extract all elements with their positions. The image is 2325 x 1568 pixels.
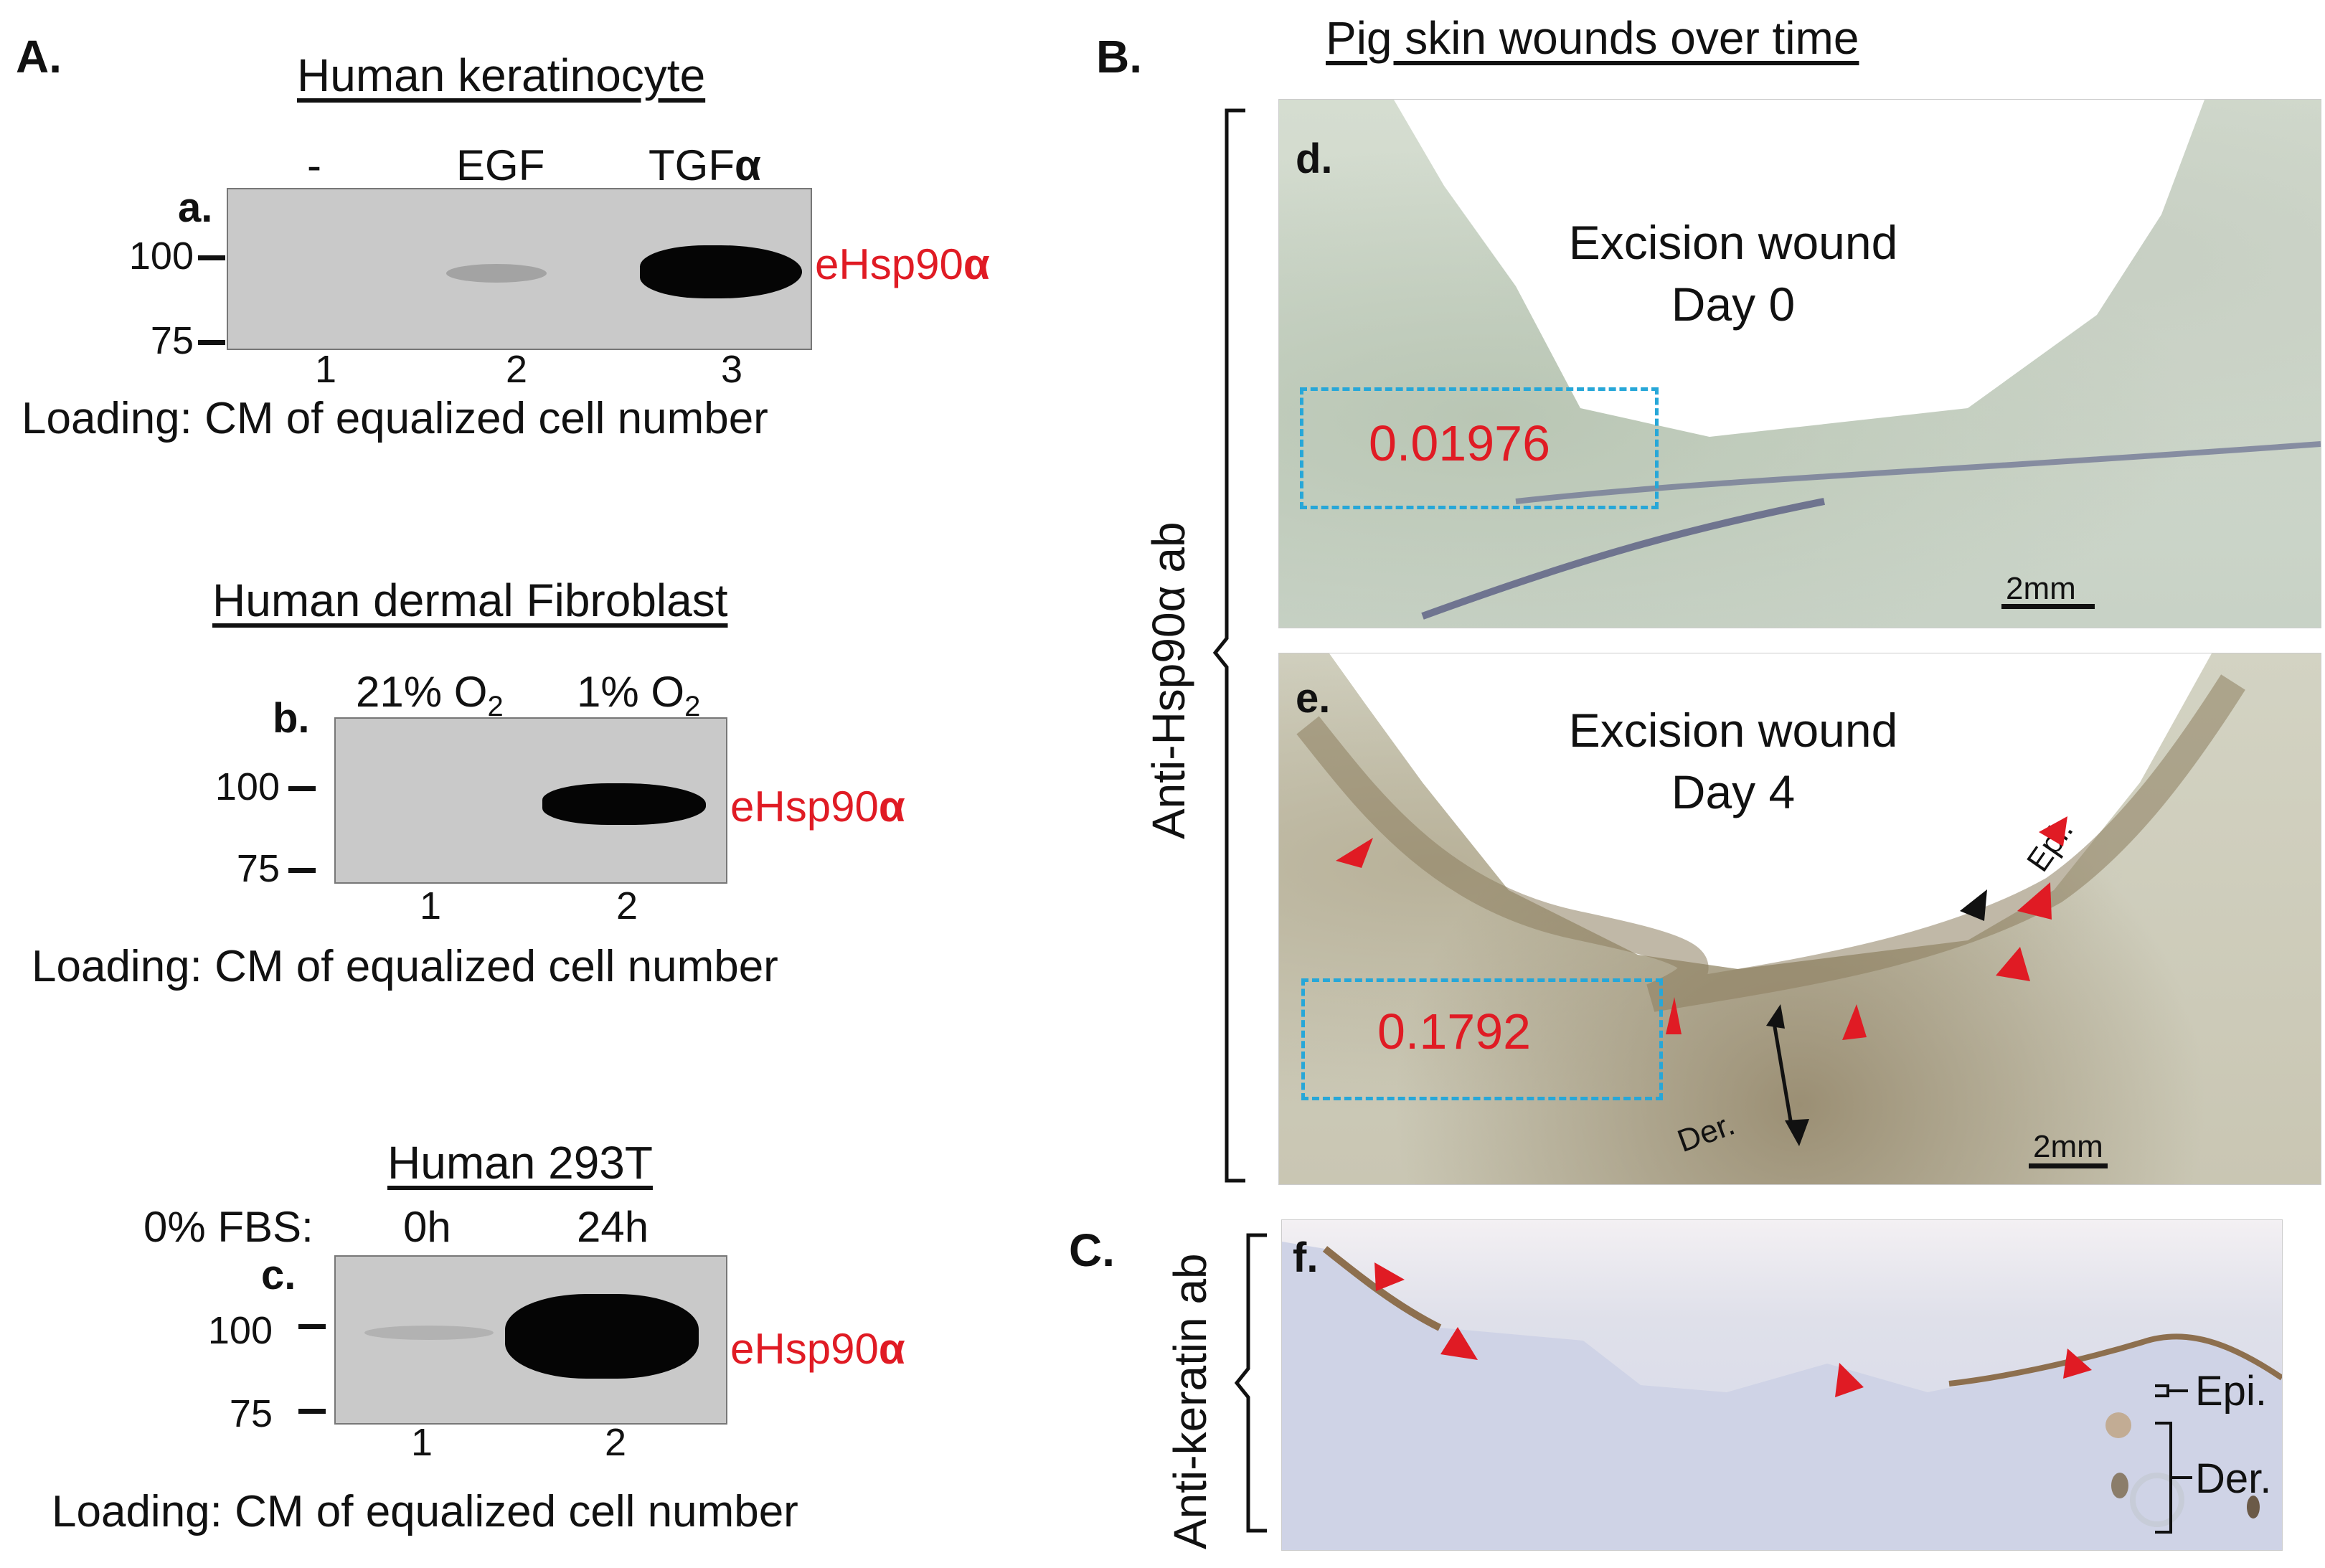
- image-d-sub-letter: d.: [1296, 136, 1333, 182]
- blot-c-lane-number-1: 1: [410, 1421, 433, 1464]
- panel-c-side-label: Anti-keratin ab: [1164, 1253, 1216, 1549]
- blot-c-band-lane2: [505, 1294, 699, 1379]
- red-arrow: [1842, 1004, 1867, 1040]
- blot-a-lane-number-1: 1: [314, 348, 337, 391]
- blot-a-sub-letter: a.: [178, 184, 213, 231]
- blot-b-sub-letter: b.: [273, 695, 310, 742]
- blot-c-loading-note: Loading: CM of equalized cell number: [52, 1487, 798, 1536]
- blot-a-marker-100: 100: [128, 235, 194, 278]
- image-e-label-box: [1473, 653, 2090, 824]
- blot-b-band-lane2: [542, 783, 706, 825]
- blot-a-marker-75: 75: [150, 319, 194, 362]
- blot-b-marker-100: 100: [214, 765, 280, 808]
- panel-b-bracket: [1212, 108, 1245, 1183]
- red-arrow: [1996, 947, 2030, 981]
- blot-b-loading-note: Loading: CM of equalized cell number: [32, 942, 778, 991]
- blot-b-lane-number-2: 2: [616, 884, 638, 927]
- black-arrow: [1766, 1004, 1785, 1029]
- blot-b-title: Human dermal Fibroblast: [212, 575, 728, 626]
- red-arrow: [1666, 997, 1682, 1034]
- panel-b-title: Pig skin wounds over time: [1326, 12, 1859, 64]
- red-arrow: [1374, 1262, 1405, 1291]
- panel-b-side-label: Anti-Hsp90α ab: [1143, 521, 1194, 839]
- red-arrow: [1440, 1327, 1478, 1360]
- panel-a-letter: A.: [16, 31, 62, 82]
- blot-b-marker-75: 75: [236, 847, 280, 890]
- red-arrow: [1336, 838, 1373, 868]
- image-f-layer-brackets: [2155, 1384, 2192, 1534]
- blot-a-lane-number-3: 3: [720, 348, 743, 391]
- blot-c-marker-75: 75: [229, 1392, 273, 1435]
- blot-a-band-lane3: [640, 245, 802, 298]
- red-arrow: [2063, 1349, 2092, 1379]
- red-arrow: [2039, 816, 2067, 846]
- image-e-value: 0.1792: [1377, 1003, 1532, 1059]
- image-f-arrows: [1374, 1262, 2092, 1397]
- blot-a-image: [227, 188, 812, 350]
- image-d-scale-label: 2mm: [2006, 571, 2076, 606]
- image-e-scale-label: 2mm: [2033, 1129, 2103, 1164]
- image-e-wound-label: Excision wound Day 4: [1504, 700, 1963, 823]
- image-f-tissue: [1282, 1242, 2282, 1550]
- panel-c-letter: C.: [1069, 1224, 1115, 1276]
- blot-c-condition: 0% FBS:: [143, 1203, 313, 1251]
- blot-a-lane-3-label: TGFα: [649, 141, 761, 189]
- blot-b-tick-100: [288, 786, 316, 791]
- image-d-wound-label: Excision wound Day 0: [1504, 212, 1963, 336]
- image-d-micrograph: [1278, 99, 2321, 628]
- blot-a-title: Human keratinocyte: [297, 49, 706, 101]
- red-arrow: [1835, 1363, 1864, 1397]
- image-f-epi-label: Epi.: [2195, 1368, 2267, 1414]
- blot-b-lane-number-1: 1: [419, 884, 442, 927]
- blot-b-image: [334, 717, 727, 884]
- blot-c-lane-2-label: 24h: [577, 1203, 649, 1251]
- red-arrow: [2017, 882, 2052, 920]
- image-e-micrograph: [1278, 653, 2321, 1185]
- blot-a-lane-2-label: EGF: [456, 141, 545, 189]
- blot-c-lane-1-label: 0h: [403, 1203, 451, 1251]
- blot-b-band-label: eHsp90α: [730, 783, 905, 831]
- image-e-roi-box: [1301, 978, 1663, 1100]
- panel-b-letter: B.: [1096, 31, 1142, 82]
- blot-a-tick-100: [198, 255, 225, 260]
- blot-a-tick-75: [198, 340, 225, 345]
- image-f-der-label: Der.: [2195, 1455, 2272, 1502]
- image-d-wound-line1: Excision wound: [1568, 216, 1898, 269]
- blot-a-lane-number-2: 2: [505, 348, 528, 391]
- blot-c-sub-letter: c.: [261, 1252, 296, 1298]
- image-e-arrows: [1336, 816, 2067, 1146]
- blot-c-image: [334, 1255, 727, 1425]
- blot-b-tick-75: [288, 868, 316, 873]
- image-d-scale-bar: [2001, 604, 2095, 609]
- image-d-roi-box: [1300, 387, 1659, 509]
- dermis-span-line: [1771, 1018, 1794, 1130]
- image-d-label-box: [1530, 100, 2090, 189]
- image-e-sub-letter: e.: [1296, 675, 1331, 722]
- blot-a-lane-1-label: -: [307, 141, 321, 189]
- black-arrow: [1785, 1119, 1809, 1146]
- blot-c-title: Human 293T: [387, 1137, 653, 1189]
- blot-b-lane-1-label: 21% O2: [356, 668, 504, 722]
- blot-c-tick-75: [298, 1409, 326, 1414]
- image-f-micrograph: [1281, 1219, 2283, 1551]
- image-d-value: 0.01976: [1369, 415, 1551, 471]
- panel-c-bracket: [1234, 1233, 1267, 1533]
- blot-c-lane-number-2: 2: [604, 1421, 627, 1464]
- blot-c-band-lane1: [364, 1326, 494, 1340]
- blot-a-band-lane2: [446, 264, 547, 283]
- blot-c-band-label: eHsp90α: [730, 1325, 905, 1373]
- blot-c-marker-100: 100: [207, 1309, 273, 1352]
- image-e-scale-bar: [2029, 1163, 2108, 1168]
- blot-b-lane-2-label: 1% O2: [577, 668, 701, 722]
- blot-a-band-label: eHsp90α: [815, 240, 990, 288]
- image-e-wound-line1: Excision wound: [1568, 704, 1898, 757]
- image-f-sub-letter: f.: [1293, 1234, 1319, 1281]
- blot-a-loading-note: Loading: CM of equalized cell number: [22, 394, 768, 443]
- image-d-wound-line2: Day 0: [1671, 277, 1796, 331]
- blot-c-tick-100: [298, 1324, 326, 1329]
- black-arrow: [1960, 889, 1987, 921]
- image-e-wound-line2: Day 4: [1671, 765, 1796, 818]
